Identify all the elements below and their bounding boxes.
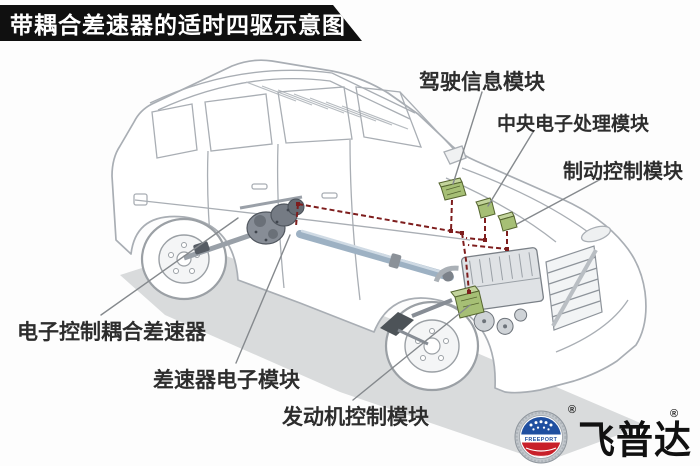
registered-mark-brand: ® [670, 408, 679, 420]
pointer-coupling-differential [100, 217, 239, 316]
label-engine-control-module: 发动机控制模块 [282, 406, 429, 429]
brand-name: 飞普达 [578, 419, 692, 462]
badge-text: FREEPORT [525, 437, 558, 443]
rear-wheel [140, 217, 228, 301]
pointer-lines [100, 91, 602, 401]
central-processing-module-box [475, 197, 496, 219]
label-coupling-differential: 电子控制耦合差速器 [17, 321, 206, 344]
brake-control-module-box [497, 211, 518, 232]
registered-mark-badge: ® [568, 404, 577, 416]
front-grille [545, 245, 603, 331]
headlight [580, 225, 612, 243]
label-central-processing-module: 中央电子处理模块 [497, 114, 650, 135]
car-body [111, 59, 647, 394]
signal-connectors [296, 202, 509, 294]
side-details [133, 86, 629, 353]
label-driving-info-module: 驾驶信息模块 [419, 71, 545, 94]
pointer-central-processing [487, 131, 534, 207]
roof-ribs [245, 81, 409, 130]
pointer-brake-control [516, 178, 602, 225]
brand-logo: FREEPORT ® 飞普达 ® [512, 404, 697, 464]
front-axle [380, 298, 453, 346]
pointer-engine-control [352, 304, 471, 401]
wheels [140, 217, 480, 392]
pointer-driving-info [452, 91, 483, 185]
car-shadow [120, 248, 645, 462]
engine [433, 247, 544, 335]
driveshaft [296, 229, 454, 282]
driving-info-module-box [438, 177, 467, 201]
page-title: 带耦合差速器的适时四驱示意图 [10, 12, 346, 38]
title-banner: 带耦合差速器的适时四驱示意图 [0, 5, 362, 41]
label-brake-control-module: 制动控制模块 [563, 161, 683, 183]
rear-differential [183, 195, 305, 261]
label-differential-electronic-module: 差速器电子模块 [153, 369, 300, 392]
pointer-differential-module [235, 234, 291, 364]
freeport-badge-icon: FREEPORT [514, 410, 568, 464]
roof-details [149, 69, 416, 130]
badge-stars [529, 420, 553, 431]
